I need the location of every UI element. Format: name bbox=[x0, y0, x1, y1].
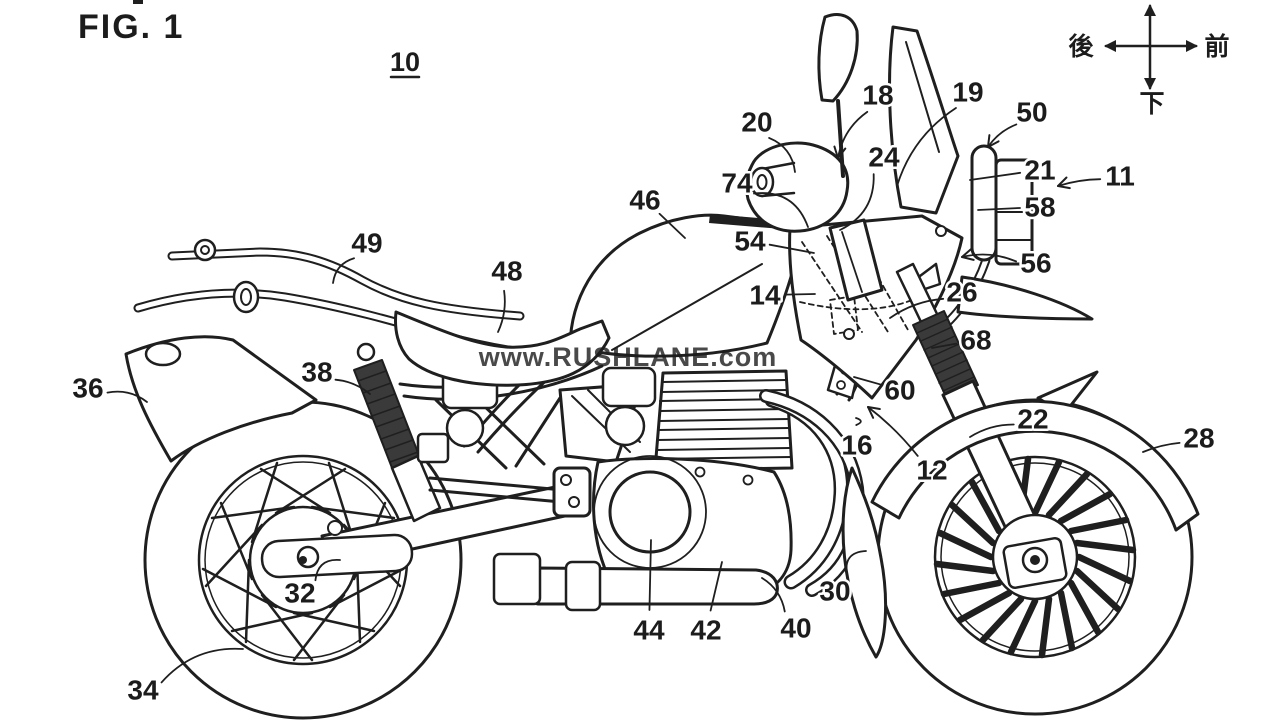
part-label-20: 20 bbox=[739, 104, 796, 173]
part-label-28: 28 bbox=[1142, 420, 1217, 456]
svg-text:12: 12 bbox=[916, 455, 947, 486]
svg-text:34: 34 bbox=[127, 675, 159, 706]
part-label-74: 74 bbox=[719, 165, 809, 228]
handlebar-cluster bbox=[744, 13, 884, 302]
svg-text:19: 19 bbox=[952, 77, 983, 108]
part-label-12: 12 bbox=[867, 406, 950, 488]
part-label-14: 14 bbox=[747, 277, 816, 313]
svg-text:38: 38 bbox=[301, 357, 332, 388]
seat bbox=[394, 310, 611, 387]
svg-text:26: 26 bbox=[946, 277, 977, 308]
svg-text:14: 14 bbox=[749, 280, 781, 311]
part-label-26: 26 bbox=[889, 274, 980, 319]
part-label-42: 42 bbox=[688, 561, 724, 648]
orientation-compass: 後 前 下 bbox=[1068, 4, 1230, 118]
part-label-68: 68 bbox=[931, 322, 994, 358]
part-label-24: 24 bbox=[839, 139, 902, 231]
fuel-tank bbox=[568, 213, 799, 358]
part-label-32: 32 bbox=[282, 559, 341, 611]
compass-front-label: 前 bbox=[1204, 32, 1229, 61]
svg-text:11: 11 bbox=[1105, 161, 1135, 192]
svg-text:44: 44 bbox=[633, 615, 665, 646]
svg-text:74: 74 bbox=[721, 168, 753, 199]
svg-text:40: 40 bbox=[780, 613, 811, 644]
part-label-16: 16 bbox=[839, 417, 875, 463]
part-label-21: 21 bbox=[969, 152, 1058, 188]
reference-labels: 18 19 20 24 50 21 11 74 58 46 54 56 14 26 68 49 48 36 38 60… bbox=[70, 74, 1217, 708]
svg-text:56: 56 bbox=[1020, 248, 1051, 279]
figure-title: FIG. 1 bbox=[78, 8, 184, 46]
part-label-40: 40 bbox=[761, 577, 814, 646]
svg-text:46: 46 bbox=[629, 185, 660, 216]
svg-text:22: 22 bbox=[1017, 404, 1048, 435]
front-fender bbox=[841, 275, 1200, 659]
part-label-54: 54 bbox=[732, 223, 815, 259]
svg-text:30: 30 bbox=[819, 576, 850, 607]
compass-down-label: 下 bbox=[1139, 90, 1164, 118]
part-label-50: 50 bbox=[987, 94, 1050, 148]
svg-text:36: 36 bbox=[72, 373, 103, 404]
svg-text:32: 32 bbox=[284, 578, 315, 609]
part-label-34: 34 bbox=[125, 647, 244, 708]
figure-number: 10 bbox=[389, 47, 421, 79]
svg-text:68: 68 bbox=[960, 325, 991, 356]
svg-text:10: 10 bbox=[390, 47, 420, 77]
part-label-49: 49 bbox=[332, 225, 385, 284]
part-label-44: 44 bbox=[631, 539, 667, 648]
svg-text:50: 50 bbox=[1016, 97, 1047, 128]
grip-end bbox=[749, 166, 775, 198]
svg-text:42: 42 bbox=[690, 615, 721, 646]
svg-text:16: 16 bbox=[841, 430, 872, 461]
svg-text:24: 24 bbox=[868, 142, 900, 173]
part-label-48: 48 bbox=[489, 253, 525, 333]
svg-text:28: 28 bbox=[1183, 423, 1214, 454]
svg-text:58: 58 bbox=[1024, 192, 1055, 223]
part-label-46: 46 bbox=[627, 182, 686, 239]
svg-text:54: 54 bbox=[734, 226, 766, 257]
fender-beak bbox=[956, 275, 1094, 321]
part-label-36: 36 bbox=[70, 370, 148, 406]
scan-artifact bbox=[133, 0, 143, 4]
svg-text:48: 48 bbox=[491, 256, 522, 287]
engine bbox=[592, 366, 794, 604]
svg-text:49: 49 bbox=[351, 228, 382, 259]
part-label-38: 38 bbox=[299, 354, 371, 395]
rear-swingarm bbox=[260, 484, 576, 579]
part-label-58: 58 bbox=[977, 189, 1058, 225]
part-label-11: 11 bbox=[1057, 158, 1137, 194]
part-label-22: 22 bbox=[969, 401, 1051, 438]
compass-rear-label: 後 bbox=[1068, 33, 1094, 61]
part-label-18: 18 bbox=[833, 77, 896, 159]
wheel-deflector bbox=[841, 466, 888, 659]
part-label-56: 56 bbox=[961, 245, 1054, 281]
part-label-60: 60 bbox=[853, 372, 918, 408]
part-label-19: 19 bbox=[896, 74, 986, 187]
svg-text:18: 18 bbox=[862, 80, 893, 111]
watermark: www.RUSHLANE.com bbox=[478, 342, 778, 372]
part-label-30: 30 bbox=[817, 550, 867, 609]
svg-text:60: 60 bbox=[884, 375, 915, 406]
windscreen bbox=[888, 25, 960, 215]
svg-text:20: 20 bbox=[741, 107, 772, 138]
mirror bbox=[817, 13, 859, 103]
svg-text:21: 21 bbox=[1024, 155, 1055, 186]
